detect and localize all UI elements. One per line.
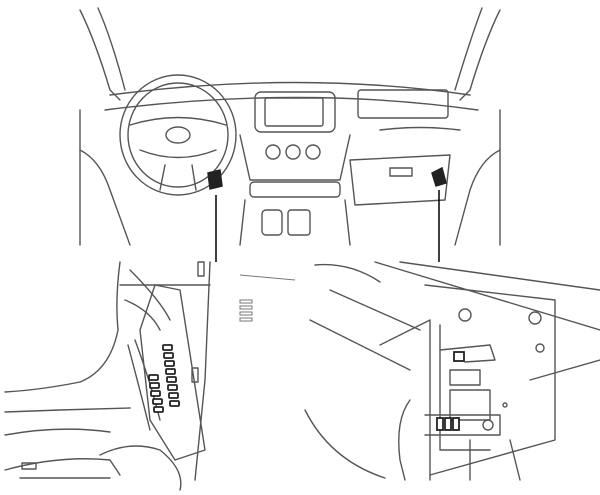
display-screen xyxy=(264,97,324,127)
fuse xyxy=(149,382,160,389)
fuse xyxy=(163,352,174,359)
dashboard-overview xyxy=(79,7,501,262)
fuse xyxy=(164,360,175,367)
fuse xyxy=(150,390,161,397)
fuse xyxy=(153,406,164,413)
driver-fuse-block-marker xyxy=(207,169,223,190)
fuse xyxy=(169,400,180,407)
driver-side-fuse-block xyxy=(4,261,296,491)
fuse xyxy=(162,344,173,351)
fuse xyxy=(167,384,178,391)
steering-wheel xyxy=(119,74,237,196)
fuse xyxy=(148,374,159,381)
fuse xyxy=(436,417,444,431)
fuse xyxy=(166,376,177,383)
relay-marker xyxy=(453,351,465,362)
fuse xyxy=(168,392,179,399)
fuse xyxy=(444,417,452,431)
fuse xyxy=(152,398,163,405)
horn-emblem xyxy=(165,126,191,144)
passenger-side-relay-block xyxy=(304,261,600,481)
fuse xyxy=(452,417,460,431)
fuse xyxy=(165,368,176,375)
passenger-relay-marker xyxy=(431,166,447,187)
fuse-array xyxy=(148,344,180,413)
